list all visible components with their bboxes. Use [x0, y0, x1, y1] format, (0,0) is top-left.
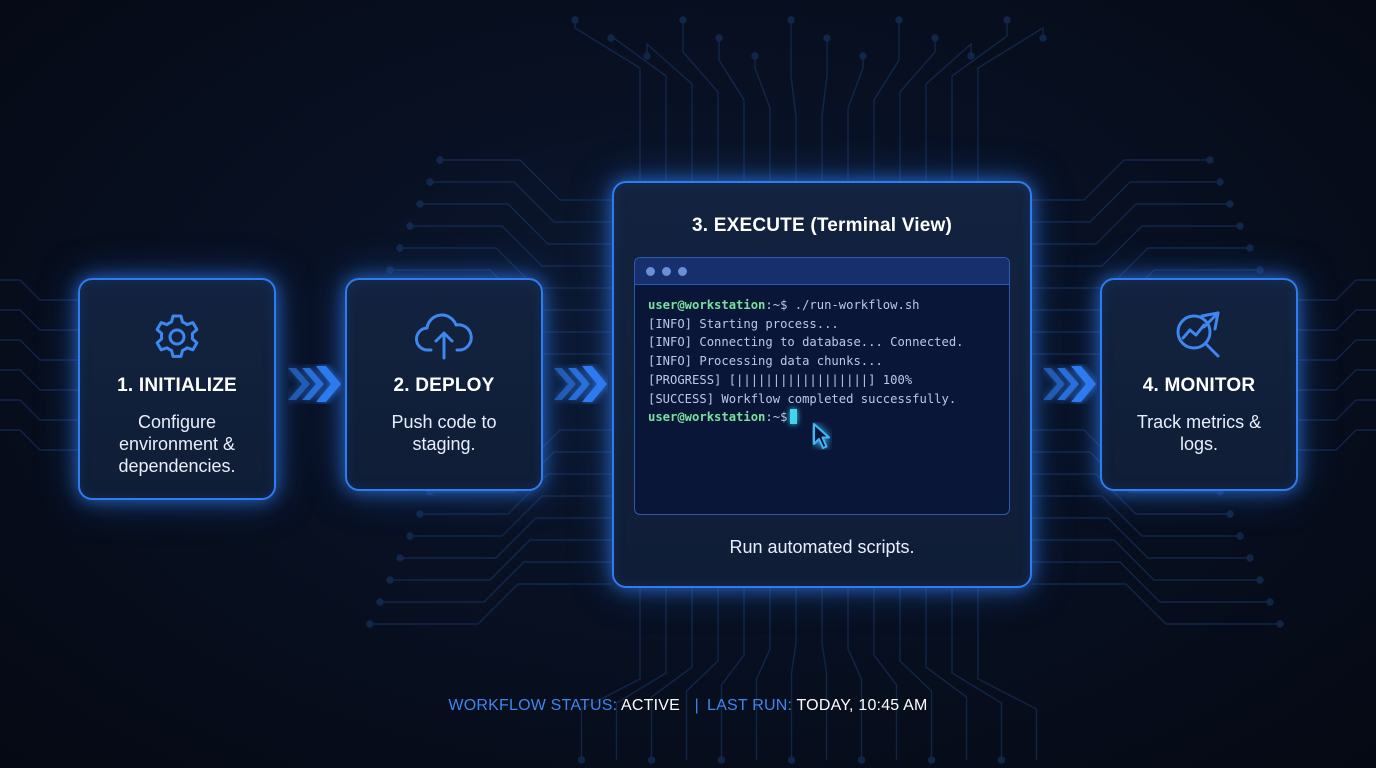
workflow-status-bar: WORKFLOW STATUS: ACTIVE | LAST RUN: TODAY…: [0, 697, 1376, 715]
terminal-window[interactable]: user@workstation:~$ ./run-workflow.sh[IN…: [634, 257, 1010, 515]
window-dot-icon: [678, 267, 687, 276]
step-title: 1. INITIALIZE: [117, 375, 237, 396]
prompt-user: user@workstation: [648, 298, 766, 312]
step-card-deploy: 2. DEPLOY Push code to staging.: [345, 278, 543, 491]
gear-icon: [155, 314, 199, 358]
step-card-initialize: 1. INITIALIZE Configure environment & de…: [78, 278, 276, 500]
step-description: Track metrics & logs.: [1136, 412, 1262, 454]
last-run-label: LAST RUN:: [707, 697, 793, 714]
terminal-command-line: user@workstation:~$ ./run-workflow.sh: [648, 296, 1009, 315]
prompt-user: user@workstation: [648, 410, 766, 425]
terminal-prompt-line[interactable]: user@workstation:~$: [648, 408, 1009, 427]
terminal-line: [SUCCESS] Workflow completed successfull…: [648, 391, 957, 406]
status-value: ACTIVE: [621, 697, 681, 714]
status-label: WORKFLOW STATUS:: [448, 697, 618, 714]
window-dot-icon: [646, 267, 655, 276]
last-run-value: TODAY, 10:45 AM: [796, 697, 928, 714]
prompt-suffix: :~$: [765, 298, 788, 312]
chevrons-arrow-icon: [554, 366, 607, 402]
mouse-pointer-icon: [813, 423, 830, 449]
terminal-line: [INFO] Starting process...: [648, 316, 839, 331]
step-title: 4. MONITOR: [1142, 375, 1256, 396]
step-title: 3. EXECUTE (Terminal View): [691, 215, 952, 236]
terminal-output: user@workstation:~$ ./run-workflow.sh[IN…: [635, 285, 1009, 427]
terminal-line: [INFO] Processing data chunks...: [648, 354, 883, 369]
prompt-suffix: :~$: [765, 410, 788, 425]
terminal-title-bar: [635, 258, 1009, 285]
status-separator: |: [694, 697, 700, 714]
step-description: Push code to staging.: [391, 412, 497, 454]
step-card-execute: 3. EXECUTE (Terminal View) user@workstat…: [612, 181, 1032, 588]
step-description: Configure environment & dependencies.: [118, 412, 236, 476]
chevrons-arrow-icon: [288, 366, 341, 402]
step-title: 2. DEPLOY: [393, 375, 495, 396]
analytics-magnifier-icon: [1176, 311, 1220, 358]
terminal-command: ./run-workflow.sh: [787, 298, 920, 312]
cloud-upload-icon: [415, 313, 473, 360]
step-description: Run automated scripts.: [729, 537, 915, 557]
text-cursor: [790, 409, 798, 425]
window-dot-icon: [662, 267, 671, 276]
terminal-line: [PROGRESS] [||||||||||||||||||] 100%: [648, 372, 913, 387]
terminal-line: [INFO] Connecting to database... Connect…: [648, 335, 964, 350]
step-card-monitor: 4. MONITOR Track metrics & logs.: [1100, 278, 1298, 491]
chevrons-arrow-icon: [1043, 366, 1096, 402]
